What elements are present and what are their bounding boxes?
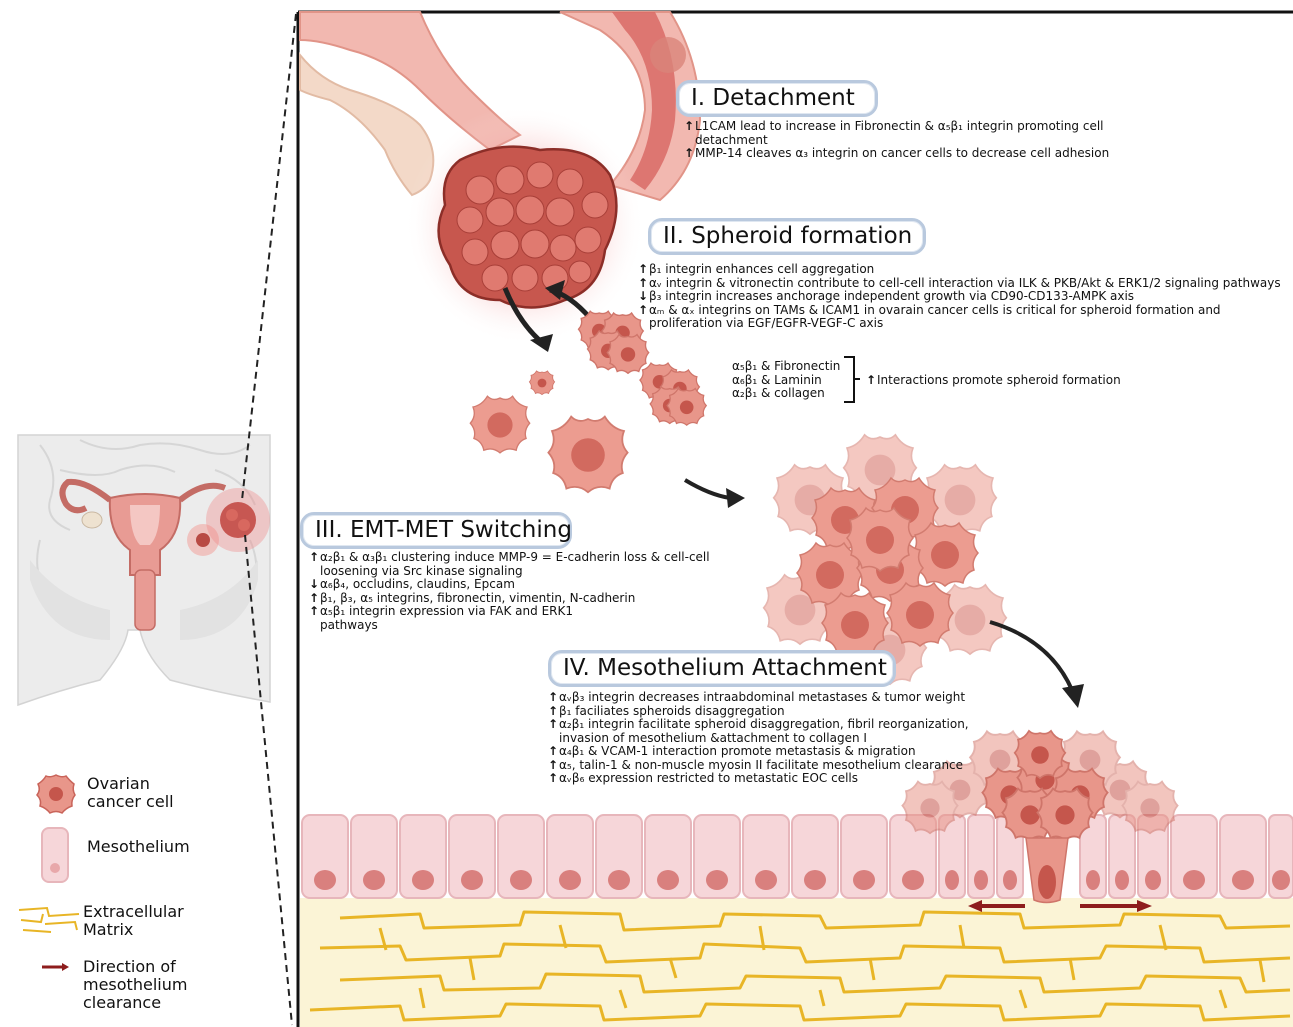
spheroid-pairs-effect: ↑Interactions promote spheroid formation bbox=[866, 374, 1121, 388]
emt-line-1: ↑α₂β₁ & α₃β₁ clustering induce MMP-9 = E… bbox=[309, 551, 710, 565]
mesothelium-line-6: ↑αᵥβ₆ expression restricted to metastati… bbox=[548, 772, 969, 786]
emt-title: III. EMT-MET Switching bbox=[300, 512, 572, 549]
spheroid-title: II. Spheroid formation bbox=[648, 218, 926, 255]
mesothelium-line-2: ↑β₁ faciliates spheroids disaggregation bbox=[548, 705, 969, 719]
emt-line-4: ↑α₅β₁ integrin expression via FAK and ER… bbox=[309, 605, 710, 619]
emt-line-2: ↓α₆β₄, occludins, claudins, Epcam bbox=[309, 578, 710, 592]
mesothelium-line-5: ↑α₅, talin-1 & non-muscle myosin II faci… bbox=[548, 759, 969, 773]
spheroid-line-1: ↑β₁ integrin enhances cell aggregation bbox=[638, 263, 1281, 277]
spheroid-pair-3: α₂β₁ & collagen bbox=[732, 387, 840, 401]
detachment-line-1: ↑L1CAM lead to increase in Fibronectin &… bbox=[684, 120, 1109, 134]
detachment-title: I. Detachment bbox=[676, 80, 878, 117]
mesothelium-title: IV. Mesothelium Attachment bbox=[548, 650, 896, 687]
spheroid-pair-1: α₅β₁ & Fibronectin bbox=[732, 360, 840, 374]
spheroid-pair-2: α₆β₁ & Laminin bbox=[732, 374, 840, 388]
emt-line-1-cont: loosening via Src kinase signaling bbox=[309, 565, 710, 579]
spheroid-line-4-cont: proliferation via EGF/EGFR-VEGF-C axis bbox=[638, 317, 1281, 331]
detachment-lines: ↑L1CAM lead to increase in Fibronectin &… bbox=[684, 120, 1109, 161]
mesothelium-line-4: ↑α₄β₁ & VCAM-1 interaction promote metas… bbox=[548, 745, 969, 759]
spheroid-pairs: α₅β₁ & Fibronectin α₆β₁ & Laminin α₂β₁ &… bbox=[732, 360, 840, 401]
spheroid-line-4: ↑αₘ & αₓ integrins on TAMs & ICAM1 in ov… bbox=[638, 304, 1281, 318]
mesothelium-line-3-cont: invasion of mesothelium &attachment to c… bbox=[548, 732, 969, 746]
detachment-line-2: ↑MMP-14 cleaves α₃ integrin on cancer ce… bbox=[684, 147, 1109, 161]
mesothelium-line-1: ↑αᵥβ₃ integrin decreases intraabdominal … bbox=[548, 691, 969, 705]
spheroid-pairs-bracket bbox=[842, 355, 862, 405]
spheroid-lines: ↑β₁ integrin enhances cell aggregation ↑… bbox=[638, 263, 1281, 331]
detachment-line-1-cont: detachment bbox=[684, 134, 1109, 148]
emt-lines: ↑α₂β₁ & α₃β₁ clustering induce MMP-9 = E… bbox=[309, 551, 710, 632]
spheroid-line-2: ↑αᵥ integrin & vitronectin contribute to… bbox=[638, 277, 1281, 291]
emt-line-4-cont: pathways bbox=[309, 619, 710, 633]
mesothelium-lines: ↑αᵥβ₃ integrin decreases intraabdominal … bbox=[548, 691, 969, 786]
spheroid-line-3: ↓β₃ integrin increases anchorage indepen… bbox=[638, 290, 1281, 304]
emt-line-3: ↑β₁, β₃, α₅ integrins, fibronectin, vime… bbox=[309, 592, 710, 606]
mesothelium-line-3: ↑α₂β₁ integrin facilitate spheroid disag… bbox=[548, 718, 969, 732]
